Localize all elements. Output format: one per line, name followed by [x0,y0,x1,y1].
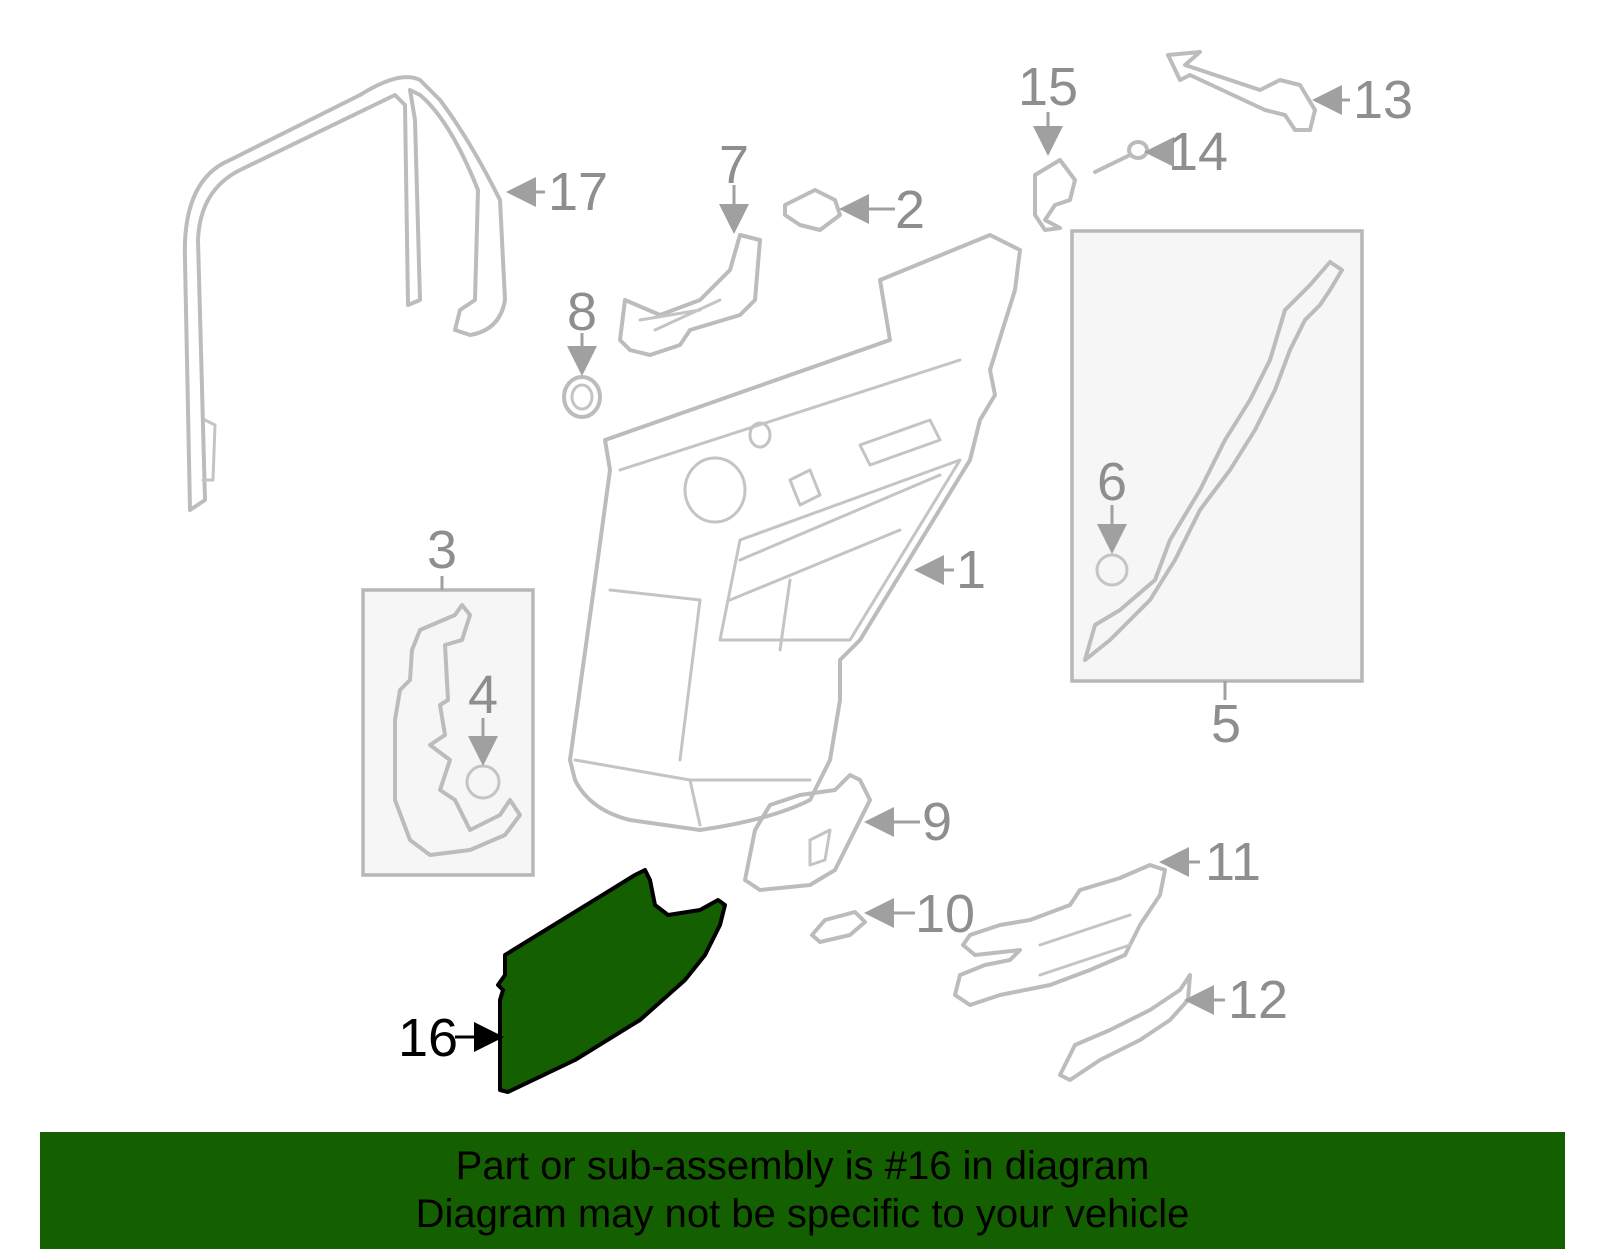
info-banner: Part or sub-assembly is #16 in diagram D… [40,1132,1565,1249]
callout-9: 9 [922,792,952,852]
part-17-window-channel [182,75,507,512]
callout-4: 4 [468,665,498,725]
callout-6: 6 [1097,452,1127,512]
part-2-clip [783,188,842,232]
part-9-switch-bezel [743,773,872,892]
callout-12: 12 [1228,970,1288,1030]
part-8-washer [562,375,602,419]
part-3-group-box [361,588,535,877]
part-11-armrest [953,863,1167,1007]
part-1-door-trim-panel [568,233,1022,832]
callout-3: 3 [427,520,457,580]
part-15-trim-clip [1033,158,1077,232]
callout-5: 5 [1211,694,1241,754]
part-13-grab-handle [1166,50,1317,132]
callout-1: 1 [956,540,986,600]
part-10-cap [810,910,867,944]
callout-16: 16 [398,1008,458,1068]
callout-17: 17 [548,162,608,222]
callout-7: 7 [719,135,749,195]
callout-10: 10 [915,884,975,944]
callout-2: 2 [895,180,925,240]
banner-line-2: Diagram may not be specific to your vehi… [415,1192,1190,1236]
part-16-lower-trim-panel [496,868,727,1094]
part-7-bracket [618,233,762,357]
part-14-bolt [1093,140,1149,174]
part-5-group-box [1070,229,1364,683]
callout-15: 15 [1018,57,1078,117]
part-12-trim-strip [1058,973,1192,1082]
callout-8: 8 [567,282,597,342]
banner-line-1: Part or sub-assembly is #16 in diagram [455,1144,1150,1188]
callout-arrows [440,85,1350,1052]
callout-11: 11 [1205,832,1261,892]
callout-13: 13 [1353,70,1413,130]
callout-14: 14 [1168,122,1228,182]
